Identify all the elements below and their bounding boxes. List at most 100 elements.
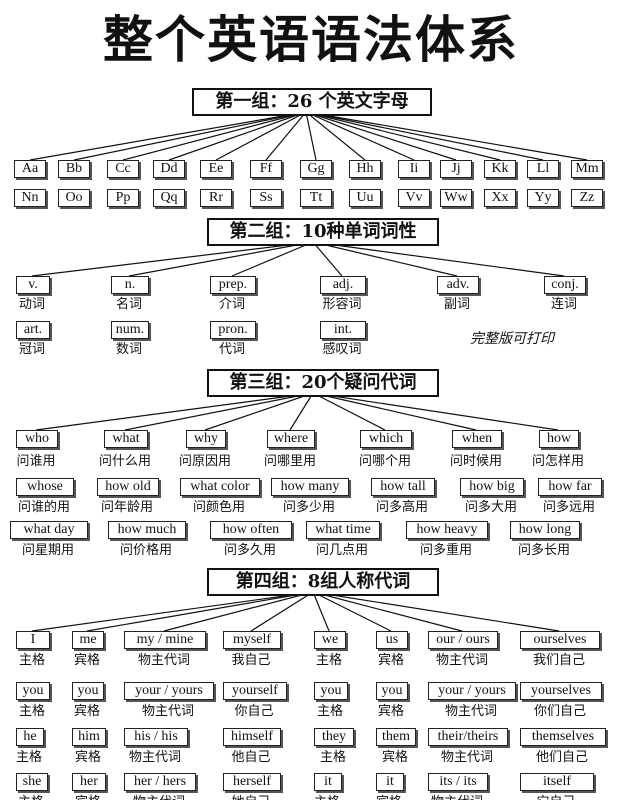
pronoun-label: 宾格 [75, 795, 101, 800]
question-word-label: 问多重用 [419, 543, 473, 558]
question-word-box: how heavy [406, 521, 488, 539]
question-word-label: 问颜色用 [192, 500, 246, 515]
pronoun-box: us [376, 631, 408, 649]
part-of-speech-label: 副词 [443, 297, 471, 312]
pronoun-label: 主格 [15, 750, 43, 765]
pronoun-label: 主格 [18, 704, 46, 719]
part-of-speech-label: 介词 [218, 297, 246, 312]
pronoun-label: 主格 [18, 795, 44, 800]
question-word-label: 问怎样用 [531, 454, 585, 469]
pronoun-box: my / mine [124, 631, 206, 649]
part-of-speech-label: 连词 [550, 297, 578, 312]
pronoun-label: 主格 [315, 653, 343, 668]
letter-box: Qq [153, 189, 185, 207]
pronoun-label: 主格 [18, 653, 46, 668]
page-title: 整个英语语法体系 [103, 11, 519, 69]
connector-line [231, 241, 314, 277]
pronoun-label: 他们自己 [535, 750, 589, 765]
pronoun-box: your / yours [124, 682, 214, 700]
connector-line [204, 392, 314, 431]
question-word-box: how tall [371, 478, 435, 496]
question-word-box: what color [180, 478, 260, 496]
letter-box: Ww [440, 189, 472, 207]
letter-box: Ff [250, 160, 282, 178]
question-word-label: 问多长用 [517, 543, 571, 558]
question-word-box: how [539, 430, 579, 448]
pronoun-box: she [16, 773, 48, 791]
pronoun-box: yourselves [520, 682, 602, 700]
pronoun-label: 物主代词 [431, 795, 483, 800]
group4-header: 第四组：8组人称代词 [207, 568, 439, 596]
connector-line [265, 111, 307, 161]
letter-box: Dd [153, 160, 185, 178]
connector-line [124, 392, 314, 431]
pronoun-box: his / his [124, 728, 188, 746]
pronoun-label: 宾格 [377, 704, 405, 719]
letter-box: Ee [200, 160, 232, 178]
question-word-label: 问哪里用 [263, 454, 317, 469]
letter-box: Pp [107, 189, 139, 207]
question-word-box: how many [271, 478, 349, 496]
connector-line [305, 111, 501, 161]
connector-line [73, 111, 307, 161]
question-word-box: which [360, 430, 412, 448]
question-word-label: 问多远用 [542, 500, 596, 515]
part-of-speech-box: prep. [210, 276, 256, 294]
pronoun-label: 宾格 [73, 704, 101, 719]
pronoun-box: your / yours [428, 682, 516, 700]
part-of-speech-box: v. [16, 276, 50, 294]
part-of-speech-label: 代词 [218, 342, 246, 357]
connector-line [31, 241, 314, 277]
pronoun-box: you [72, 682, 104, 700]
connector-line [215, 111, 307, 161]
pronoun-box: they [314, 728, 354, 746]
question-word-box: what day [10, 521, 88, 539]
connector-line [163, 591, 314, 632]
question-word-label: 问价格用 [119, 543, 173, 558]
question-word-box: how far [538, 478, 602, 496]
pronoun-label: 你们自己 [533, 704, 587, 719]
question-word-box: who [16, 430, 58, 448]
question-word-box: what [104, 430, 148, 448]
connector-line [35, 392, 314, 431]
part-of-speech-label: 动词 [18, 297, 46, 312]
part-of-speech-label: 形容词 [322, 297, 362, 312]
part-of-speech-box: art. [16, 321, 50, 339]
connector-line [312, 591, 560, 632]
question-word-label: 问谁用 [16, 454, 56, 469]
part-of-speech-box: n. [111, 276, 149, 294]
pronoun-box: their/theirs [428, 728, 508, 746]
group2-header: 第二组：10种单词词性 [207, 218, 439, 246]
pronoun-box: itself [520, 773, 594, 791]
pronoun-box: we [314, 631, 346, 649]
question-word-label: 问时候用 [449, 454, 503, 469]
letter-box: Vv [398, 189, 430, 207]
printable-note: 完整版可打印 [470, 331, 554, 347]
letter-box: Ii [398, 160, 430, 178]
question-word-box: how old [97, 478, 159, 496]
question-word-label: 问多高用 [375, 500, 429, 515]
connector-line [31, 591, 314, 632]
question-word-label: 问原因用 [178, 454, 232, 469]
letter-box: Uu [349, 189, 381, 207]
connector-line [289, 392, 314, 431]
connector-line [122, 111, 307, 161]
connector-line [312, 392, 559, 431]
part-of-speech-box: num. [111, 321, 149, 339]
connector-line [312, 241, 343, 277]
pronoun-label: 主格 [314, 795, 340, 800]
part-of-speech-label: 感叹词 [322, 342, 362, 357]
question-word-label: 问几点用 [315, 543, 369, 558]
pronoun-label: 物主代词 [137, 653, 191, 668]
pronoun-label: 主格 [319, 750, 347, 765]
pronoun-label: 你自己 [234, 704, 274, 719]
pronoun-label: 它自己 [536, 795, 575, 800]
part-of-speech-label: 名词 [115, 297, 143, 312]
question-word-label: 问谁的用 [17, 500, 71, 515]
connector-line [305, 111, 366, 161]
part-of-speech-box: pron. [210, 321, 256, 339]
pronoun-label: 物主代词 [141, 704, 195, 719]
pronoun-box: themselves [520, 728, 606, 746]
letter-box: Rr [200, 189, 232, 207]
part-of-speech-box: int. [320, 321, 366, 339]
